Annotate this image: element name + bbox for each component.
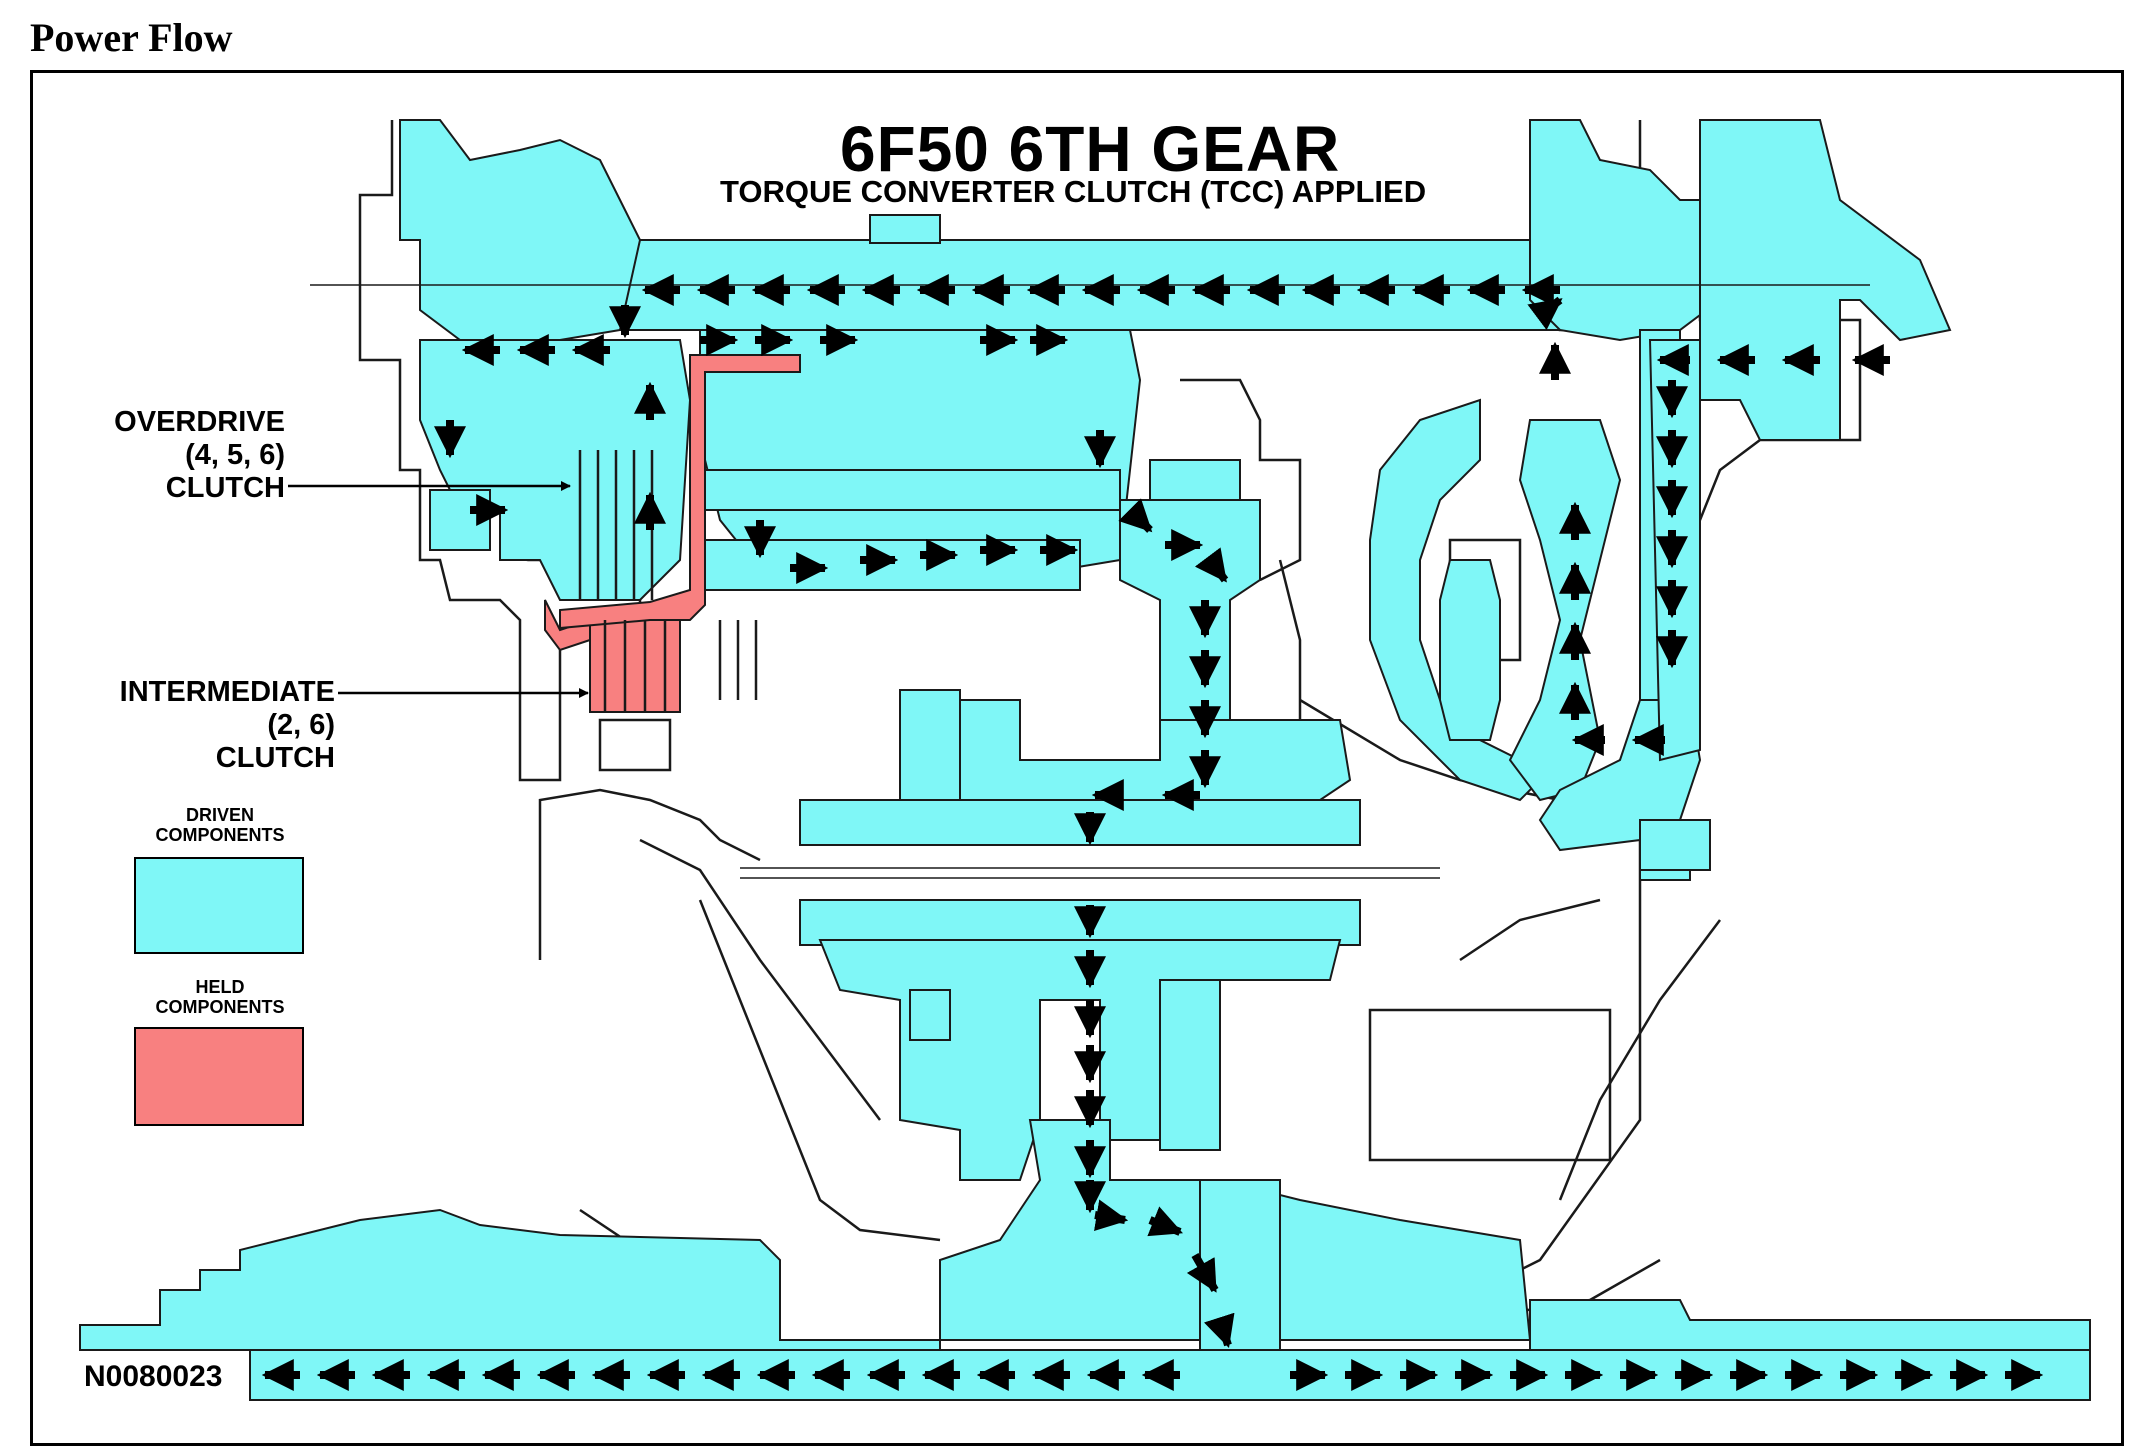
driven-idler-shaft <box>799 799 1361 846</box>
legend-held-swatch <box>134 1027 304 1126</box>
figure-id: N0080023 <box>84 1360 223 1393</box>
page-heading: Power Flow <box>30 15 233 60</box>
overdrive-clutch-callout: OVERDRIVE (4, 5, 6) CLUTCH <box>90 406 285 505</box>
driven-torque-converter-housing <box>1699 119 1952 441</box>
legend-driven-line2: COMPONENTS <box>155 825 285 845</box>
diagram-title: 6F50 6TH GEAR <box>840 113 1341 185</box>
legend-driven-swatch <box>134 857 304 954</box>
held-intermediate-clutch-piston <box>544 599 591 652</box>
overdrive-callout-line2: (4, 5, 6) <box>185 439 285 471</box>
held-intermediate-clutch-pack <box>589 619 681 713</box>
driven-front-housing <box>399 119 642 341</box>
power-flow-arrows <box>261 274 2044 1391</box>
driven-pinion-stem <box>909 989 951 1041</box>
legend-held-line1: HELD <box>195 977 245 997</box>
legend-held-label: HELD COMPONENTS <box>120 977 320 1017</box>
driven-lower-shaft <box>799 899 1361 946</box>
driven-right-flange <box>1639 819 1711 871</box>
intermediate-callout-line2: (2, 6) <box>267 709 335 741</box>
legend-driven-line1: DRIVEN <box>185 805 254 825</box>
legend-driven-label: DRIVEN COMPONENTS <box>120 805 320 845</box>
legend-held-line2: COMPONENTS <box>155 997 285 1017</box>
diagram-subtitle: TORQUE CONVERTER CLUTCH (TCC) APPLIED <box>720 174 1427 209</box>
driven-left-stub <box>429 489 491 551</box>
overdrive-callout-line3: CLUTCH <box>165 472 285 504</box>
driven-right-input <box>1529 119 1721 342</box>
intermediate-clutch-callout: INTERMEDIATE (2, 6) CLUTCH <box>90 676 335 775</box>
driven-ring-gear-stem <box>1159 979 1221 1151</box>
driven-gear-left-web <box>899 689 961 801</box>
driven-pump-gear <box>1149 459 1241 501</box>
callout-leaders <box>288 481 589 698</box>
driven-overdrive-drum <box>419 339 692 601</box>
intermediate-callout-line1: INTERMEDIATE <box>119 676 335 708</box>
intermediate-callout-line3: CLUTCH <box>215 742 335 774</box>
driven-components <box>79 119 2091 1401</box>
driven-sun-gear <box>699 469 1121 511</box>
diagram-frame <box>30 70 2124 1446</box>
overdrive-callout-line1: OVERDRIVE <box>114 406 285 438</box>
driven-stator-ring <box>1439 559 1501 741</box>
driven-differential-center <box>1199 1179 1281 1351</box>
driven-output-cap <box>869 214 941 244</box>
held-apply-passage <box>559 354 801 630</box>
